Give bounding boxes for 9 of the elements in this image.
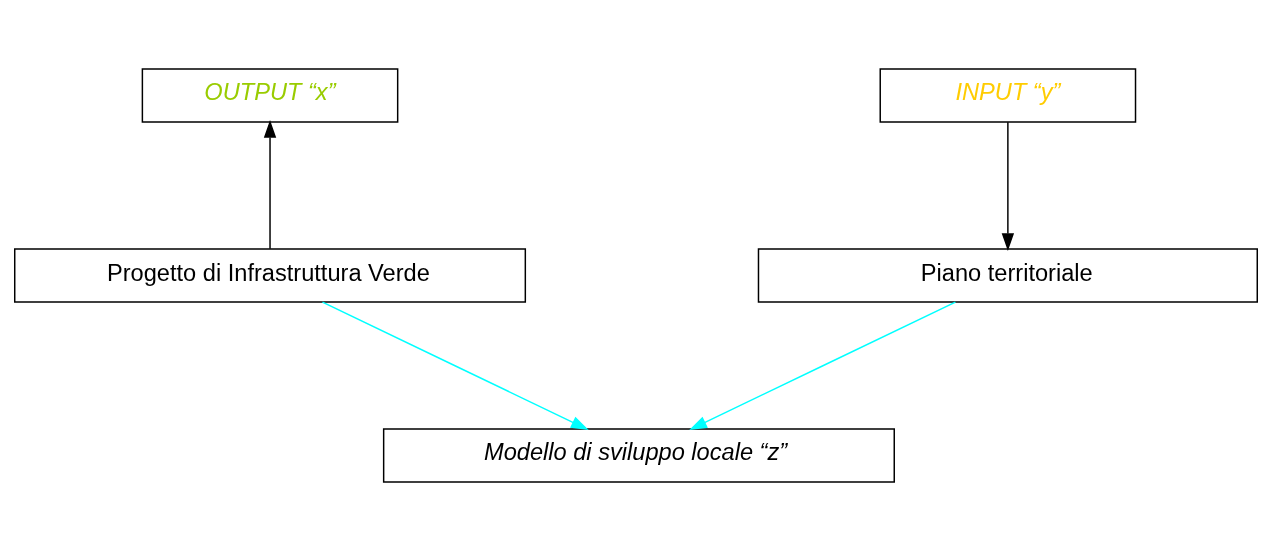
- node-box: OUTPUT “x”: [141, 68, 399, 123]
- arrow: [1001, 121, 1015, 251]
- node-box: INPUT “y”: [879, 68, 1137, 123]
- node-box: Piano territoriale: [757, 248, 1258, 303]
- arrow: [689, 301, 957, 430]
- arrow: [321, 301, 589, 430]
- arrow: [263, 120, 277, 250]
- node-box: Modello di sviluppo locale “z”: [382, 428, 895, 483]
- node-box: Progetto di Infrastruttura Verde: [14, 248, 527, 303]
